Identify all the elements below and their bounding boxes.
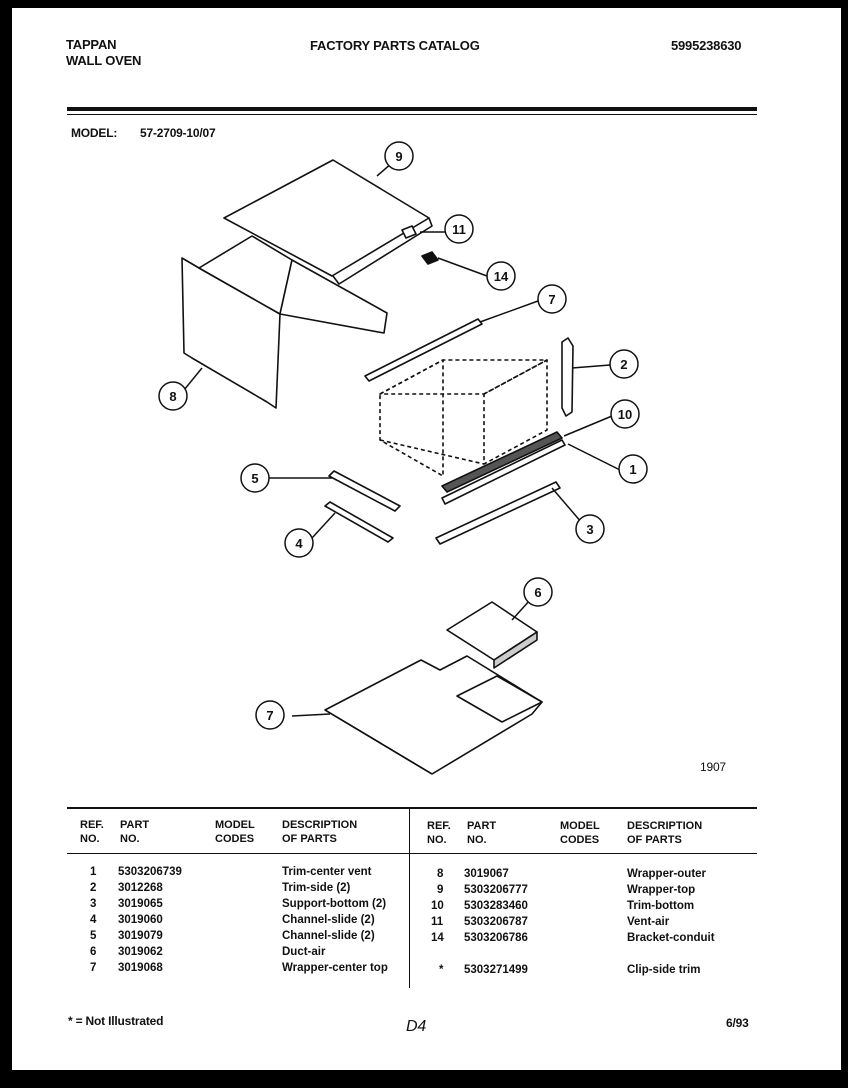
callout-label: 14: [494, 269, 509, 284]
page-code: D4: [406, 1018, 427, 1035]
ref-cell: 1: [90, 866, 97, 878]
desc-cell: Duct-air: [282, 946, 326, 958]
callouts: 9 11 14 7 2 10 1 8 5 4 3 6 7: [158, 141, 648, 730]
trim-bottom-part: [441, 431, 563, 493]
wrapper-outer-back: [279, 259, 388, 334]
table-center-divider: [409, 808, 410, 988]
oven-box-front: [379, 359, 444, 477]
callout-label: 11: [452, 222, 466, 237]
footnote-not-illustrated: * = Not Illustrated: [68, 1014, 164, 1028]
part-cell: 3019067: [464, 868, 509, 880]
vent-air-part: [401, 225, 417, 239]
model-number: 57-2709-10/07: [140, 126, 216, 140]
callout-label: 1: [629, 462, 636, 477]
header-rule-thin: [67, 114, 757, 115]
oven-box-top: [379, 359, 548, 395]
callout-label: 3: [586, 522, 593, 537]
duct-air-flange: [493, 631, 538, 669]
trim-side-part: [561, 337, 574, 417]
trim-center-vent: [441, 439, 566, 505]
wrapper-top-flange: [332, 217, 433, 285]
desc-cell: Wrapper-center top: [282, 962, 388, 974]
ref-cell: 5: [90, 930, 97, 942]
col-desc-left: DESCRIPTION OF PARTS: [282, 819, 358, 845]
ref-cell: 2: [90, 882, 97, 894]
ref-cell: 8: [437, 868, 444, 880]
header-rule-thick: [67, 107, 757, 111]
plate-bracket: [456, 675, 543, 723]
ref-cell: 10: [431, 900, 444, 912]
col-desc-right: DESCRIPTION OF PARTS: [627, 820, 703, 846]
part-cell: 5303206787: [464, 916, 528, 928]
publish-date: 6/93: [726, 1016, 749, 1030]
ref-cell: 11: [431, 916, 444, 928]
catalog-title: FACTORY PARTS CATALOG: [310, 38, 480, 53]
ref-cell: 6: [90, 946, 97, 958]
ref-cell: 14: [431, 932, 444, 944]
part-cell: 5303271499: [464, 964, 528, 976]
ref-cell: 9: [437, 884, 444, 896]
figure-number: 1907: [700, 760, 726, 774]
desc-cell: Trim-bottom: [627, 900, 695, 912]
desc-cell: Support-bottom (2): [282, 898, 387, 910]
callout-label: 7: [266, 708, 273, 723]
model-label: MODEL:: [71, 126, 118, 140]
wrapper-center-top-plate: [324, 655, 543, 775]
desc-cell: Trim-side (2): [282, 882, 351, 894]
parts-catalog-page: TAPPAN WALL OVEN FACTORY PARTS CATALOG 5…: [12, 8, 841, 1070]
table-header-rule: [67, 853, 757, 854]
desc-cell: Bracket-conduit: [627, 932, 715, 944]
exploded-parts-diagram: 9 11 14 7 2 10 1 8 5 4 3 6 7: [158, 141, 648, 775]
col-ref-left: REF. NO.: [80, 819, 104, 845]
part-cell: 3019079: [118, 930, 163, 942]
callout-label: 8: [169, 389, 176, 404]
part-cell: 3019068: [118, 962, 163, 974]
callout-label: 2: [620, 357, 627, 372]
table-top-rule: [67, 807, 757, 809]
part-cell: 3019062: [118, 946, 163, 958]
catalog-number: 5995238630: [671, 38, 742, 53]
desc-cell: Channel-slide (2): [282, 930, 375, 942]
bracket-conduit: [421, 251, 439, 265]
channel-slide-upper: [328, 470, 401, 512]
part-cell: 3012268: [118, 882, 163, 894]
channel-slide-lower: [324, 501, 394, 543]
wrapper-center-top-rail: [364, 318, 483, 382]
part-cell: 5303206739: [118, 866, 182, 878]
desc-cell: Wrapper-top: [627, 884, 696, 896]
col-model-right: MODEL CODES: [560, 820, 600, 846]
col-model-left: MODEL CODES: [215, 819, 255, 845]
desc-cell: Trim-center vent: [282, 866, 372, 878]
ref-cell: 7: [90, 962, 97, 974]
col-part-right: PART NO.: [467, 820, 497, 846]
callout-label: 9: [395, 149, 402, 164]
col-part-left: PART NO.: [120, 819, 150, 845]
desc-cell: Vent-air: [627, 916, 670, 928]
callout-label: 10: [618, 407, 632, 422]
duct-air-part: [446, 601, 538, 661]
part-cell: 5303283460: [464, 900, 528, 912]
desc-cell: Channel-slide (2): [282, 914, 375, 926]
ref-cell: 3: [90, 898, 97, 910]
part-cell: 5303206786: [464, 932, 528, 944]
ref-cell: 4: [90, 914, 97, 926]
part-cell: 3019060: [118, 914, 163, 926]
part-cell: 3019065: [118, 898, 163, 910]
callout-label: 6: [534, 585, 541, 600]
callout-label: 4: [295, 536, 303, 551]
col-ref-right: REF. NO.: [427, 820, 451, 846]
ref-cell: *: [439, 964, 444, 976]
oven-box-side: [483, 359, 548, 465]
brand-name: TAPPAN: [66, 37, 117, 52]
part-cell: 5303206777: [464, 884, 528, 896]
callout-label: 7: [548, 292, 555, 307]
desc-cell: Clip-side trim: [627, 964, 701, 976]
callout-label: 5: [251, 471, 258, 486]
desc-cell: Wrapper-outer: [627, 868, 707, 880]
support-bottom-part: [435, 481, 561, 545]
product-name: WALL OVEN: [66, 53, 142, 68]
